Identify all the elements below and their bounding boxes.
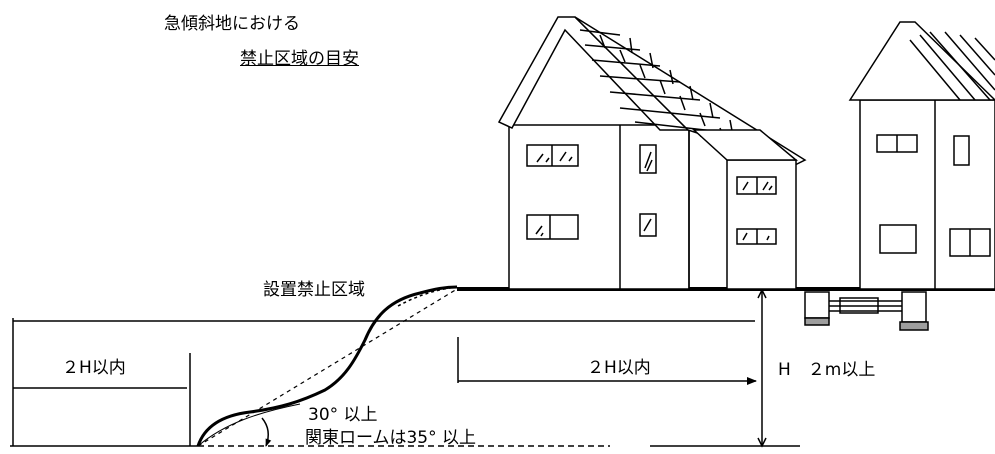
title-line-2: 禁止区域の目安 [240, 49, 359, 69]
prohibited-zone-label: 設置禁止区域 [263, 280, 365, 300]
house-right-icon [848, 21, 995, 290]
angle-general-label: 30° 以上 [308, 405, 378, 425]
title-line-1: 急傾斜地における [164, 14, 300, 34]
drainage-facility-icon [804, 291, 929, 331]
height-label: H ２m以上 [778, 360, 876, 380]
right-distance-label: ２H以内 [587, 358, 651, 378]
slope-icon [196, 285, 458, 447]
angle-kanto-loam-label: 関東ロームは35° 以上 [305, 428, 477, 448]
left-distance-label: ２H以内 [62, 358, 126, 378]
house-left-icon [497, 16, 807, 290]
